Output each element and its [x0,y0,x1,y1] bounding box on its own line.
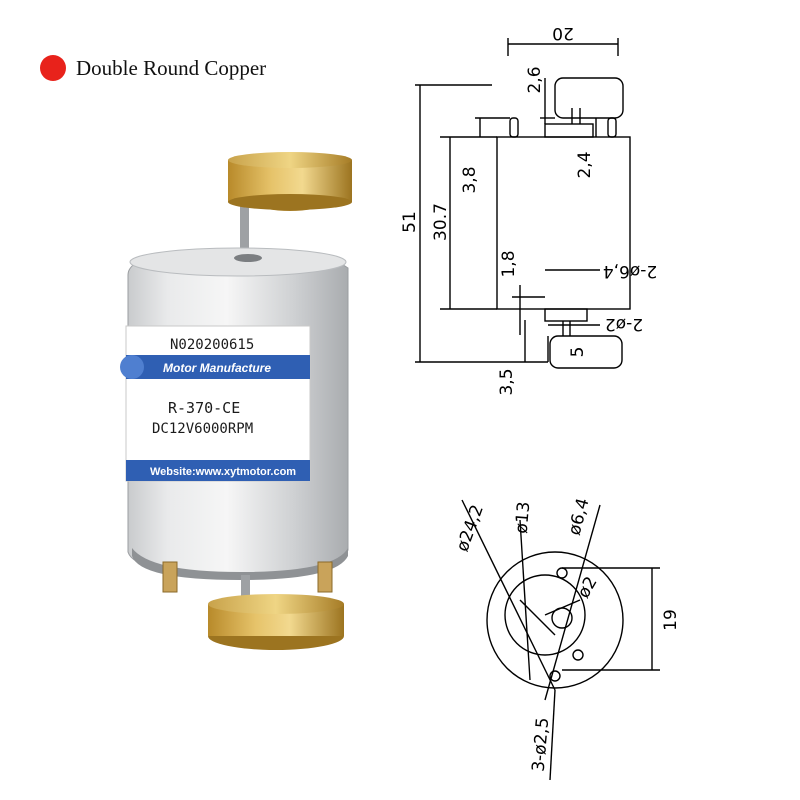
dim-dia-13: ø13 [512,501,535,535]
dim-hole-2: ø2 [574,573,602,601]
legend: Double Round Copper [40,55,266,81]
legend-text: Double Round Copper [76,55,267,80]
dim-weight-thickness: 5 [568,347,588,358]
bottom-rim [132,548,348,580]
label-band-text: Motor Manufacture [163,361,271,375]
dim-body-30-7: 30.7 [431,203,451,241]
end-hole-3 [572,649,584,661]
motor-label: N020200615 Motor Manufacture R-370-CE DC… [120,325,311,482]
terminal-left [162,561,178,593]
side-top-weight [554,77,624,119]
end-view-drawing [461,499,660,781]
end-boss-circle [504,574,586,656]
side-terminal-left [509,117,519,138]
end-outer-circle [486,551,624,689]
side-view-dimensions: 20 51 30.7 2,6 3,8 2,4 2-ø6,4 1,8 2-ø2 5… [400,23,657,396]
dim-bottom-ext: 3,5 [497,368,517,395]
side-top-boss [544,123,594,138]
end-hole-2 [549,670,561,682]
bottom-shaft [241,575,250,610]
label-serial: N020200615 [170,337,254,353]
label-model: R-370-CE [168,399,240,417]
end-view-dimensions: ø24,2 ø13 ø6,4 ø2 19 3-ø2,5 [453,496,681,772]
side-bottom-weight [549,335,623,369]
motor-photo: N020200615 Motor Manufacture R-370-CE DC… [120,152,352,650]
side-terminal-right [607,117,617,138]
legend-red-dot-icon [40,55,66,81]
dim-bottom-gap: 1,8 [499,250,519,277]
label-spec: DC12V6000RPM [152,421,253,437]
dim-width-20: 20 [552,23,574,43]
dim-dia-6-4: ø6,4 [565,496,594,537]
top-shaft [240,195,249,255]
end-hole-1 [556,567,568,579]
label-logo-icon [120,355,144,379]
dim-weight-gap: 2,6 [525,66,545,93]
top-brass-weight [228,152,352,211]
label-website: Website:www.xytmotor.com [150,466,296,478]
dim-shaft-dia: 2-ø6,4 [603,261,657,281]
dim-holes-2-5: 3-ø2,5 [529,717,554,773]
label-website-band [126,460,310,481]
side-body [496,136,631,310]
bottom-brass-weight [208,594,344,650]
dim-height-19: 19 [661,609,681,631]
label-band [126,355,310,379]
dim-dia-24-2: ø24,2 [453,502,488,554]
side-view-drawing [415,38,631,369]
dim-boss-offset: 2,4 [575,151,595,178]
dim-bottom-shaft: 2-ø2 [605,314,643,334]
dim-total-51: 51 [400,211,420,233]
dim-top-boss: 3,8 [460,166,480,193]
terminal-right [317,561,333,593]
